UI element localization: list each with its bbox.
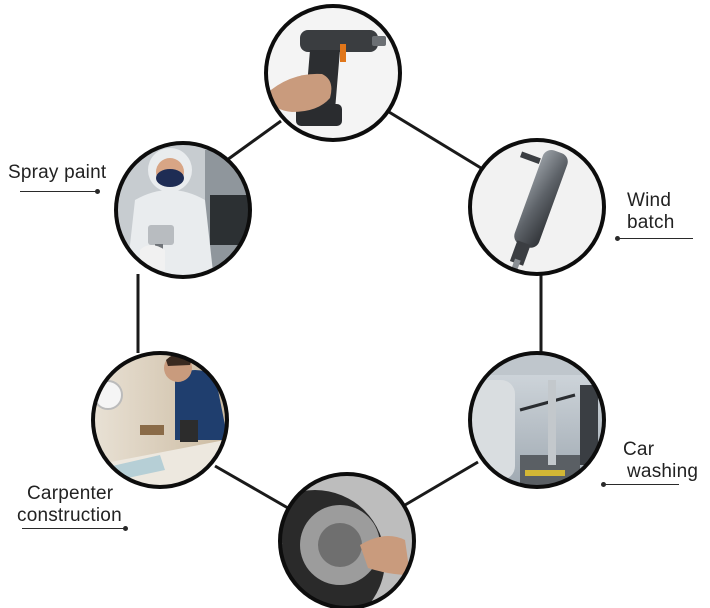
label-carpenter-dot [123,525,128,531]
label-spray-paint-dot [95,188,100,194]
carpenter-working-photo [91,351,229,489]
hexagon-connectors [136,110,543,510]
label-wind-batch: Wind batch [627,190,674,234]
label-car-washing-line-1: Car [623,439,655,460]
connector-right-to-bottom [404,460,479,507]
label-car-washing-rule [601,481,679,487]
label-wind-batch-line-1: Wind [627,190,672,211]
label-wind-batch-dot [615,235,620,241]
label-spray-paint-line-1: Spray paint [8,162,107,183]
spray-painter-in-coverall-photo [114,141,252,279]
label-carpenter-rule [22,525,128,531]
cordless-drill-in-hand-photo [264,4,402,142]
label-wind-batch-rule [615,235,693,241]
label-carpenter-line-1: Carpenter [27,483,114,504]
pneumatic-wind-screwdriver-photo [468,138,606,276]
connector-bottom-to-left [214,464,289,510]
label-spray-paint-rule [20,188,100,194]
label-car-washing: Car washing [623,439,698,483]
label-spray-paint: Spray paint [8,162,106,184]
label-car-washing-line-2: washing [627,461,699,482]
label-car-washing-dot [601,481,606,487]
connector-left-to-top [226,119,282,162]
tire-wheel-photo [278,472,416,608]
car-wash-spray-photo [468,351,606,489]
label-wind-batch-line-2: batch [627,212,675,233]
label-carpenter-line-2: construction [17,505,122,526]
label-carpenter-construction: Carpenter construction [17,483,122,527]
connector-top-to-right [388,110,482,170]
